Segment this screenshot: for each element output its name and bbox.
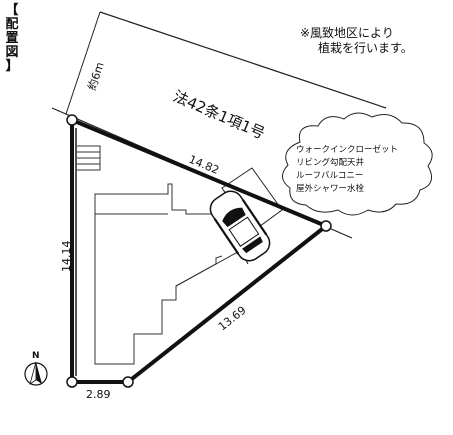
road-width-label: 約6m [85,60,107,92]
boundary-marker [66,114,78,126]
car-icon [209,190,271,262]
title-char: 図 [5,45,19,60]
dimension-west-edge: 14.14 [60,241,73,273]
title-bracket-close: 】 [5,59,19,74]
title-char: 置 [5,31,19,46]
feature-bubble: ウォークインクローゼット リビング勾配天井 ルーフバルコニー 屋外シャワー水栓 [282,112,433,216]
compass-label: N [32,351,40,361]
feature-item: ルーフバルコニー [296,171,363,181]
dimension-south-edge: 2.89 [86,388,111,401]
title-bracket-open: 【 [5,3,19,18]
feature-item: ウォークインクローゼット [296,144,398,155]
scenic-zone-note: ※風致地区により 植栽を行います。 [300,26,450,56]
cloud-outline [282,112,433,216]
entrance-steps [75,145,101,171]
road-far-edge-line [99,11,387,109]
feature-item: リビング勾配天井 [296,157,364,168]
road-width-dim-line [65,11,101,115]
boundary-marker [320,220,332,232]
feature-item: 屋外シャワー水栓 [296,183,365,194]
title-char: 配 [5,17,19,32]
road-designation-label: 法42条1項1号 [170,87,267,143]
north-compass-icon: N [24,351,48,386]
boundary-marker [66,376,78,388]
boundary-marker [122,376,134,388]
note-line-2: 植栽を行います。 [318,41,413,55]
note-line-1: ※風致地区により [300,26,394,40]
plan-title: 【 配 置 図 】 [3,4,21,74]
